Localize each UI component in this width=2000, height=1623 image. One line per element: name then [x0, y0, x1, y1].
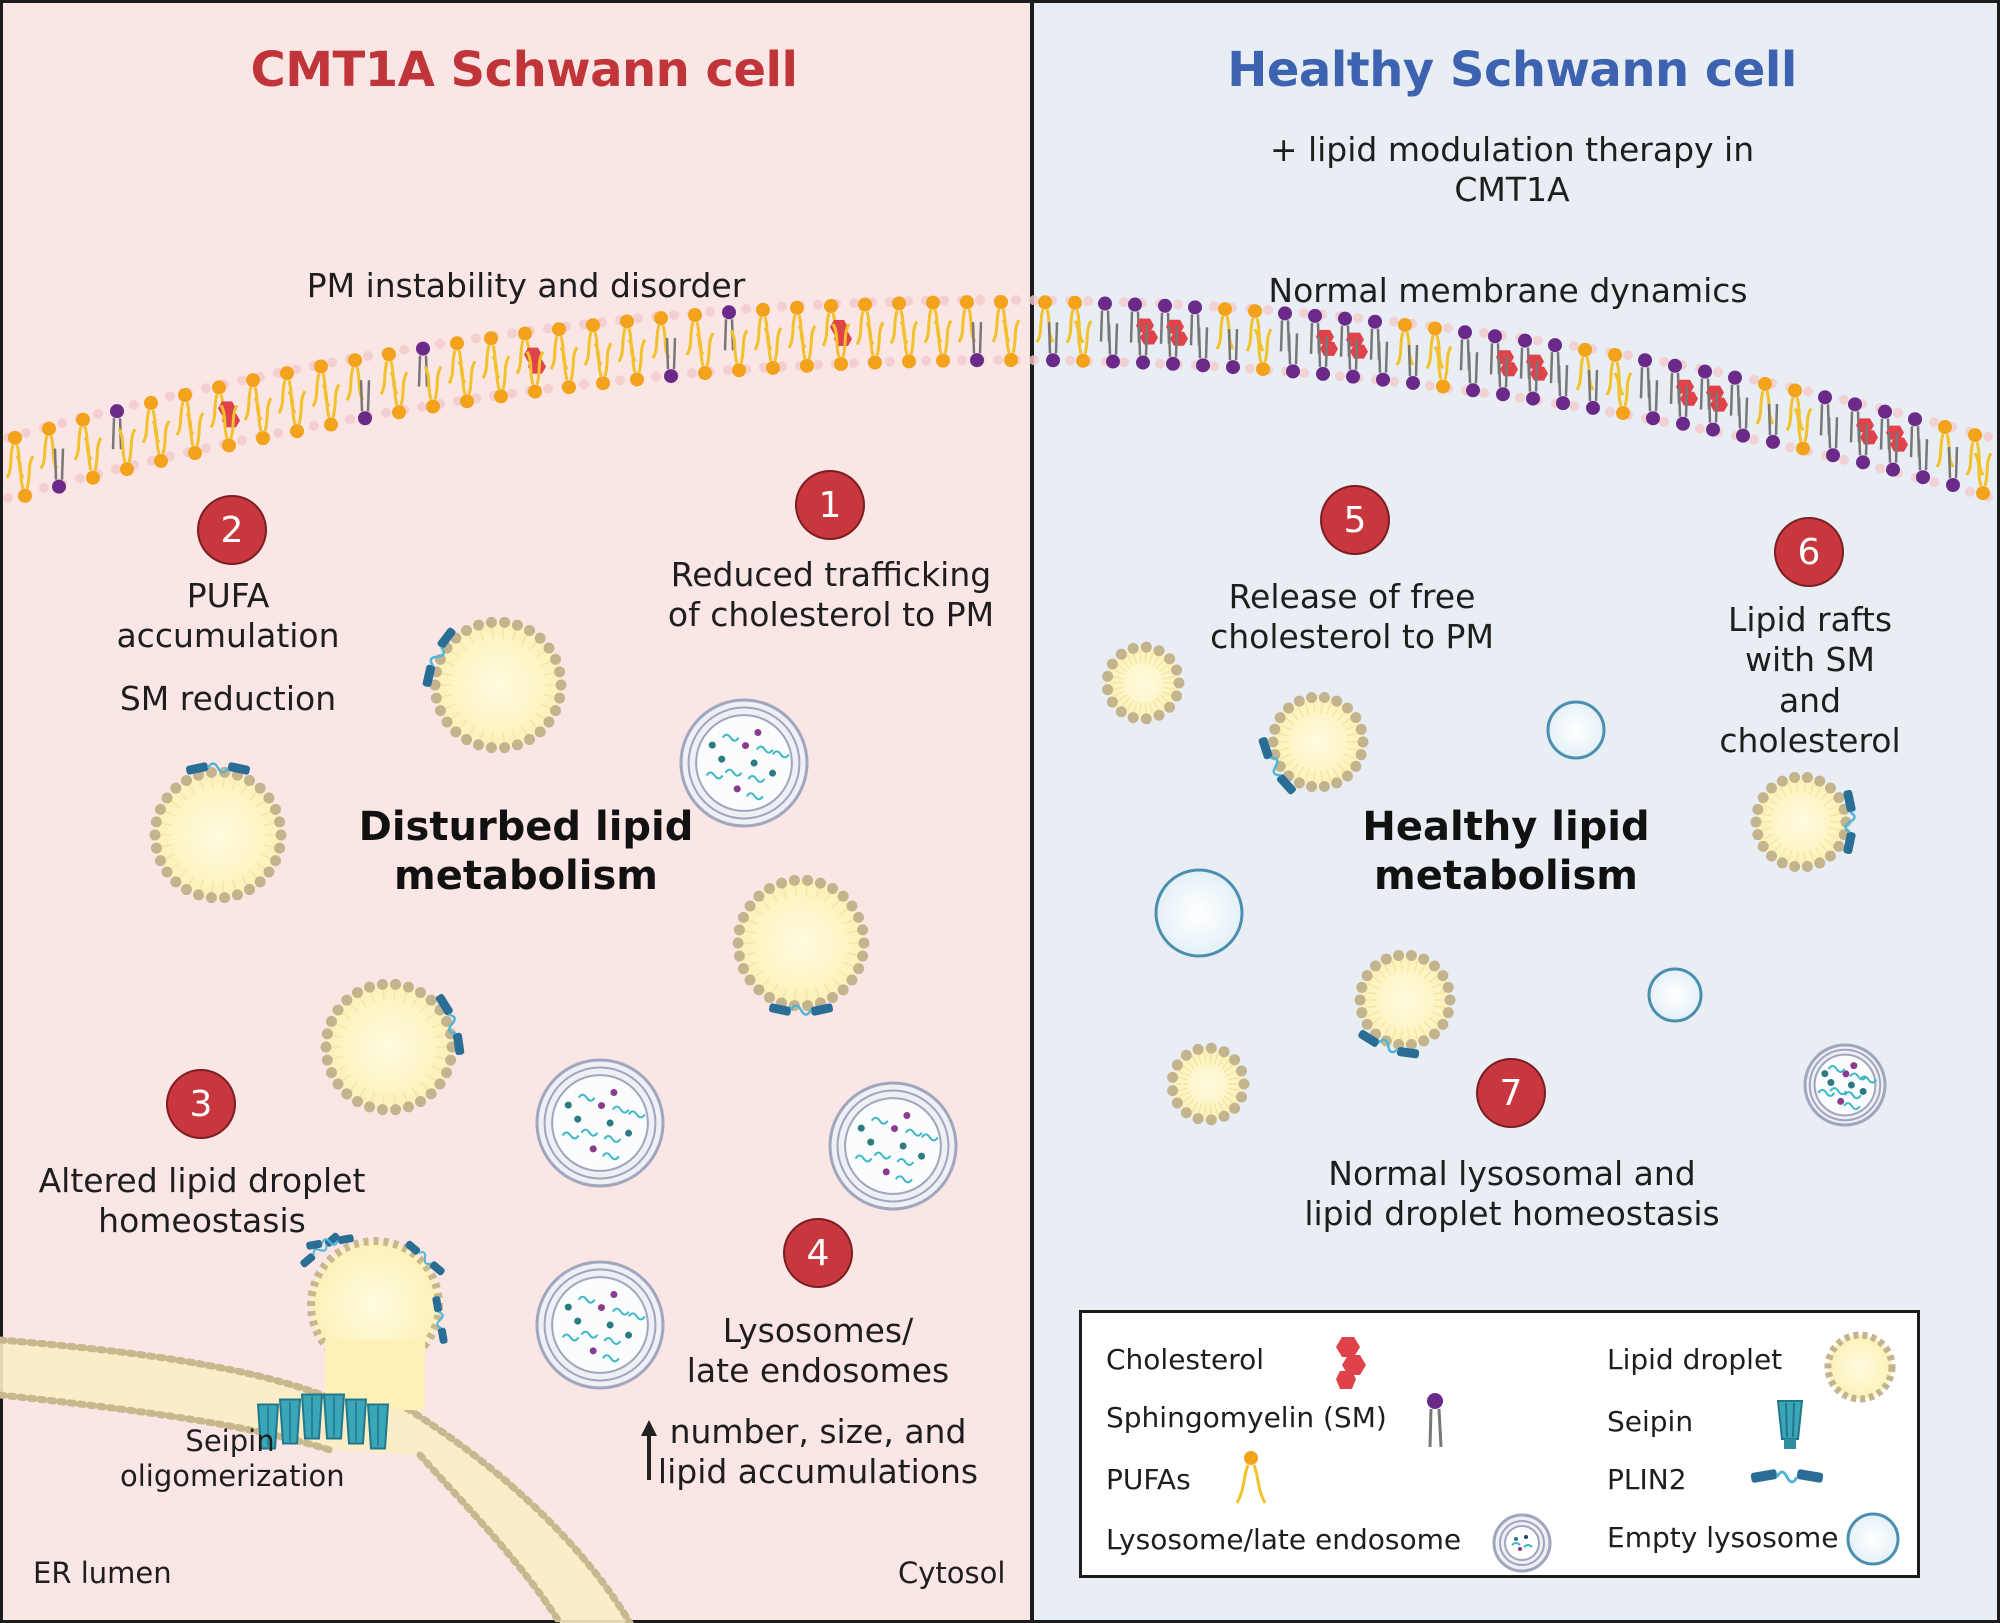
- legend-label-cholesterol: Cholesterol: [1106, 1343, 1265, 1376]
- plin2-icon: [1750, 1469, 1824, 1484]
- cytosol-label: Cytosol: [898, 1556, 1006, 1590]
- step-4-badge: 4: [785, 1220, 851, 1286]
- pufa-icon: [1235, 1451, 1267, 1504]
- lipid-droplet-icon: [1824, 1331, 1896, 1403]
- sphingomyelin-icon: [1427, 1393, 1443, 1448]
- lipid-droplet: [1258, 691, 1369, 795]
- lysosome: [828, 1081, 958, 1211]
- plin2-icon: [422, 627, 456, 687]
- legend-label-pufas: PUFAs: [1106, 1463, 1191, 1496]
- step-4-text: Lysosomes/ late endosomes: [686, 1311, 950, 1391]
- plin2-icon: [185, 762, 251, 775]
- plin2-icon: [1358, 1029, 1420, 1059]
- plin2-icon: [435, 994, 465, 1056]
- er-lumen-label: ER lumen: [33, 1556, 172, 1590]
- lipid-droplet: [320, 978, 465, 1116]
- lipid-droplet: [1102, 641, 1185, 725]
- healthy-title: Healthy Schwann cell: [1227, 42, 1797, 98]
- lipid-droplet: [1750, 771, 1856, 873]
- normal-membrane-note: Normal membrane dynamics: [1268, 271, 1748, 310]
- legend-label-lysosome: Lysosome/late endosome: [1106, 1523, 1462, 1556]
- lipid-droplet: [732, 874, 870, 1016]
- plin2-icon: [1843, 789, 1856, 855]
- step-3-badge: 3: [168, 1071, 234, 1137]
- therapy-subtitle: + lipid modulation therapy in CMT1A: [1269, 130, 1755, 210]
- pm-instability-note: PM instability and disorder: [306, 266, 746, 305]
- lipid-droplet: [1167, 1042, 1250, 1126]
- legend-label-lipid-droplet: Lipid droplet: [1607, 1343, 1783, 1376]
- empty-lysosome: [1546, 700, 1606, 760]
- step-7-badge: 7: [1478, 1060, 1544, 1126]
- legend-box: Cholesterol Sphingomyelin (SM) PUFAs Lys…: [1079, 1310, 1920, 1578]
- plasma-membrane: [3, 295, 1993, 503]
- lipid-droplet: [149, 762, 287, 904]
- legend-label-plin2: PLIN2: [1607, 1463, 1687, 1496]
- lysosome-icon: [1492, 1513, 1552, 1573]
- er-membrane: [0, 1237, 634, 1623]
- seipin-oligomer: [256, 1232, 448, 1450]
- legend-label-seipin: Seipin: [1607, 1405, 1694, 1438]
- cholesterol-icon: [1336, 1337, 1366, 1389]
- step-1-text: Reduced trafficking of cholesterol to PM: [667, 555, 995, 635]
- plin2-icon: [1258, 737, 1296, 795]
- lipid-droplet: [422, 616, 567, 754]
- cmt1a-title: CMT1A Schwann cell: [250, 42, 798, 98]
- step-6-text: Lipid rafts with SM and cholesterol: [1719, 600, 1901, 760]
- step-5-badge: 5: [1322, 487, 1388, 553]
- plin2-icon: [405, 1240, 445, 1276]
- lysosome: [535, 1058, 665, 1188]
- seipin-oligomerization-label: Seipin oligomerization: [120, 1424, 345, 1493]
- plin2-icon: [768, 1003, 834, 1016]
- plin2-icon: [432, 1296, 448, 1344]
- step-7-text: Normal lysosomal and lipid droplet homeo…: [1304, 1154, 1720, 1234]
- legend-label-empty-lysosome: Empty lysosome: [1607, 1521, 1839, 1554]
- lysosome: [679, 698, 809, 828]
- lysosome: [535, 1260, 665, 1390]
- step-3-text: Altered lipid droplet homeostasis: [38, 1161, 366, 1241]
- step-2-extra: SM reduction: [119, 679, 337, 718]
- empty-lysosome: [1154, 868, 1244, 958]
- lipid-droplet: [1354, 949, 1456, 1059]
- plin2-icon: [306, 1234, 354, 1250]
- step-2-text: PUFA accumulation: [116, 576, 340, 656]
- up-arrow-icon: [641, 1420, 657, 1480]
- lysosome: [1803, 1043, 1887, 1127]
- step-2-badge: 2: [199, 497, 265, 563]
- healthy-metabolism-title: Healthy lipid metabolism: [1362, 804, 1650, 899]
- empty-lysosome: [1647, 967, 1703, 1023]
- seipin-icon: [1776, 1400, 1804, 1449]
- step-6-badge: 6: [1776, 519, 1842, 585]
- plin2-icon: [300, 1232, 340, 1268]
- empty-lysosome-icon: [1846, 1512, 1900, 1566]
- step-5-text: Release of free cholesterol to PM: [1210, 577, 1494, 657]
- step-1-badge: 1: [797, 472, 863, 538]
- step-4-extra: number, size, and lipid accumulations: [657, 1412, 979, 1492]
- legend-label-sphingomyelin: Sphingomyelin (SM): [1106, 1401, 1387, 1434]
- disturbed-metabolism-title: Disturbed lipid metabolism: [358, 804, 694, 899]
